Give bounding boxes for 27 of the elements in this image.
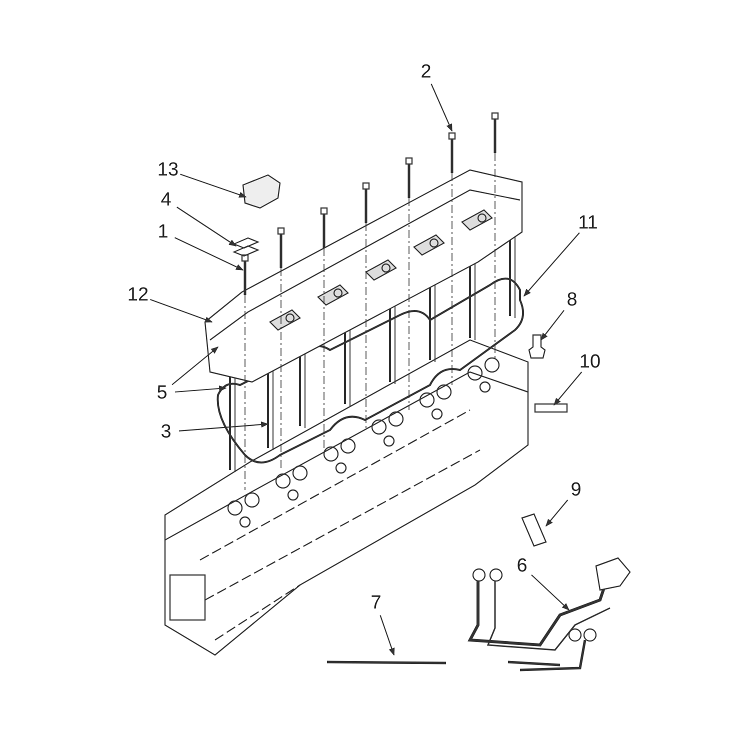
callout-number: 4 <box>160 190 172 210</box>
callout-number: 11 <box>578 214 598 232</box>
leader-line <box>524 232 580 297</box>
callout-number: 13 <box>157 160 179 180</box>
leader-line <box>554 372 582 406</box>
leader-line <box>430 84 452 132</box>
callout-number: 1 <box>158 222 168 242</box>
leader-line <box>540 310 564 341</box>
leader-line <box>150 298 213 323</box>
callout-number: 12 <box>127 286 149 304</box>
callout-number: 6 <box>516 556 528 576</box>
leader-line <box>172 346 219 386</box>
callout-number: 5 <box>156 384 168 402</box>
leader-line <box>178 421 269 432</box>
leader-line <box>180 174 247 198</box>
callout-number: 3 <box>160 422 172 442</box>
leader-line <box>174 385 227 393</box>
callout-number: 8 <box>566 290 578 310</box>
callout-number: 10 <box>579 352 601 372</box>
leader-line <box>176 206 237 246</box>
callout-number: 2 <box>420 62 432 82</box>
leader-line <box>546 500 568 527</box>
leader-line <box>380 615 395 656</box>
leader-line <box>174 237 244 270</box>
leader-line <box>531 574 570 611</box>
callout-number: 7 <box>370 594 382 612</box>
callout-number: 9 <box>570 480 582 500</box>
